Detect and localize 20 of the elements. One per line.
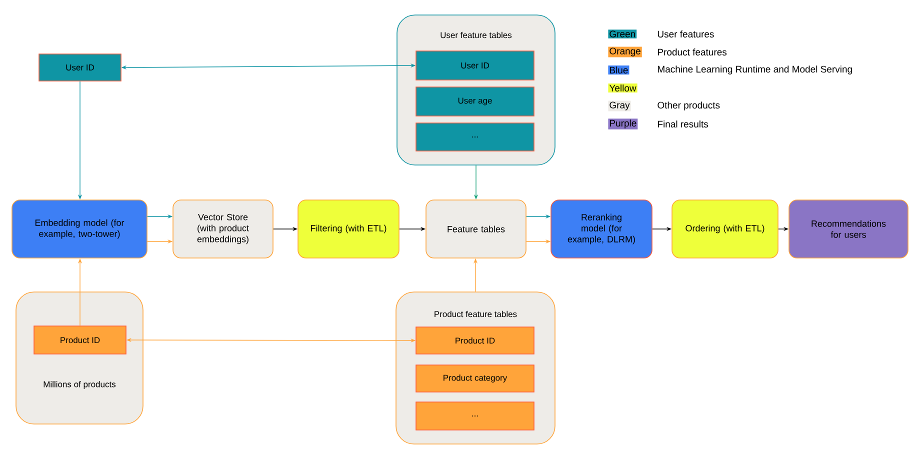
- table-field-box: User age: [416, 86, 534, 116]
- table-field-box: User ID: [416, 50, 534, 80]
- process-box: Recommendations for users: [788, 200, 908, 258]
- process-box: Feature tables: [426, 200, 526, 258]
- table-field-box: Product category: [416, 364, 534, 392]
- process-box: Embedding model (for example, two-tower): [12, 200, 148, 258]
- process-box: Ordering (with ETL): [672, 200, 778, 258]
- legend-text: User features: [658, 30, 714, 38]
- table-field-box: Product ID: [416, 326, 534, 354]
- table-field-box: User ID: [38, 54, 122, 82]
- table-field-box: Product ID: [34, 326, 126, 354]
- legend-text: Other products: [658, 102, 720, 110]
- table-field-box: ...: [416, 122, 534, 152]
- process-box: Vector Store (with product embeddings): [172, 200, 274, 258]
- legend-text: Machine Learning Runtime and Model Serving: [658, 66, 852, 74]
- process-box: Filtering (with ETL): [298, 200, 400, 258]
- legend-text: Product features: [658, 48, 727, 56]
- process-box: Reranking model (for example, DLRM): [550, 200, 652, 258]
- table-field-box: ...: [416, 402, 534, 430]
- legend-text: Final results: [658, 120, 708, 128]
